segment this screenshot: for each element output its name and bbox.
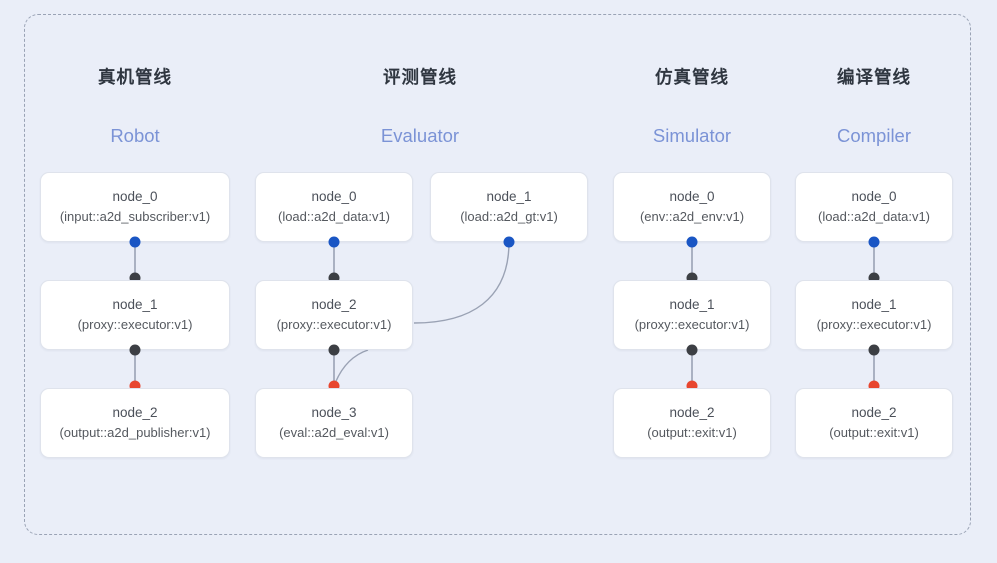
port-in-evaluator-2[interactable] xyxy=(328,272,340,284)
port-out-evaluator-1-gt[interactable] xyxy=(503,236,515,248)
node-kind: (eval::a2d_eval:v1) xyxy=(279,425,389,440)
node-evaluator-3[interactable]: node_3 (eval::a2d_eval:v1) xyxy=(255,388,413,458)
node-name: node_1 xyxy=(669,297,715,312)
port-out-simulator-1[interactable] xyxy=(686,344,698,356)
port-in-compiler-1[interactable] xyxy=(868,272,880,284)
port-out-robot-1[interactable] xyxy=(129,344,141,356)
column-subtitle-simulator: Simulator xyxy=(652,125,732,146)
node-kind: (load::a2d_gt:v1) xyxy=(460,209,558,224)
port-out-evaluator-0[interactable] xyxy=(328,236,340,248)
node-name: node_1 xyxy=(112,297,158,312)
node-robot-0[interactable]: node_0 (input::a2d_subscriber:v1) xyxy=(40,172,230,242)
port-in-simulator-2[interactable] xyxy=(686,380,698,392)
node-compiler-0[interactable]: node_0 (load::a2d_data:v1) xyxy=(795,172,953,242)
node-name: node_1 xyxy=(486,189,532,204)
port-out-simulator-0[interactable] xyxy=(686,236,698,248)
port-in-robot-1[interactable] xyxy=(129,272,141,284)
column-title-robot: 真机管线 xyxy=(98,67,172,87)
port-in-compiler-2[interactable] xyxy=(868,380,880,392)
node-kind: (proxy::executor:v1) xyxy=(816,317,932,332)
column-title-simulator: 仿真管线 xyxy=(655,67,729,87)
node-kind: (load::a2d_data:v1) xyxy=(817,209,931,224)
node-name: node_0 xyxy=(851,189,897,204)
diagram-dashed-frame xyxy=(24,14,971,535)
column-subtitle-evaluator: Evaluator xyxy=(380,125,460,146)
node-kind: (output::a2d_publisher:v1) xyxy=(59,425,211,440)
node-name: node_0 xyxy=(669,189,715,204)
port-in-evaluator-3[interactable] xyxy=(328,380,340,392)
node-kind: (output::exit:v1) xyxy=(647,425,737,440)
port-out-compiler-1[interactable] xyxy=(868,344,880,356)
node-name: node_0 xyxy=(112,189,158,204)
port-out-compiler-0[interactable] xyxy=(868,236,880,248)
node-name: node_2 xyxy=(311,297,357,312)
port-in-robot-2[interactable] xyxy=(129,380,141,392)
column-title-compiler: 编译管线 xyxy=(837,67,911,87)
column-title-evaluator: 评测管线 xyxy=(383,67,457,87)
node-name: node_2 xyxy=(669,405,715,420)
node-name: node_2 xyxy=(851,405,897,420)
node-robot-2[interactable]: node_2 (output::a2d_publisher:v1) xyxy=(40,388,230,458)
port-out-evaluator-2[interactable] xyxy=(328,344,340,356)
node-kind: (input::a2d_subscriber:v1) xyxy=(59,209,211,224)
node-compiler-2[interactable]: node_2 (output::exit:v1) xyxy=(795,388,953,458)
port-in-simulator-1[interactable] xyxy=(686,272,698,284)
node-simulator-2[interactable]: node_2 (output::exit:v1) xyxy=(613,388,771,458)
node-robot-1[interactable]: node_1 (proxy::executor:v1) xyxy=(40,280,230,350)
node-kind: (proxy::executor:v1) xyxy=(77,317,193,332)
node-kind: (load::a2d_data:v1) xyxy=(277,209,391,224)
column-subtitle-robot: Robot xyxy=(110,125,160,146)
node-evaluator-2[interactable]: node_2 (proxy::executor:v1) xyxy=(255,280,413,350)
node-kind: (output::exit:v1) xyxy=(829,425,919,440)
node-simulator-0[interactable]: node_0 (env::a2d_env:v1) xyxy=(613,172,771,242)
port-out-robot-0[interactable] xyxy=(129,236,141,248)
node-kind: (proxy::executor:v1) xyxy=(276,317,392,332)
node-evaluator-0[interactable]: node_0 (load::a2d_data:v1) xyxy=(255,172,413,242)
node-name: node_1 xyxy=(851,297,897,312)
node-name: node_0 xyxy=(311,189,357,204)
node-name: node_3 xyxy=(311,405,357,420)
column-subtitle-compiler: Compiler xyxy=(836,125,912,146)
node-kind: (proxy::executor:v1) xyxy=(634,317,750,332)
node-compiler-1[interactable]: node_1 (proxy::executor:v1) xyxy=(795,280,953,350)
node-kind: (env::a2d_env:v1) xyxy=(639,209,745,224)
node-name: node_2 xyxy=(112,405,158,420)
node-simulator-1[interactable]: node_1 (proxy::executor:v1) xyxy=(613,280,771,350)
node-evaluator-1-gt[interactable]: node_1 (load::a2d_gt:v1) xyxy=(430,172,588,242)
